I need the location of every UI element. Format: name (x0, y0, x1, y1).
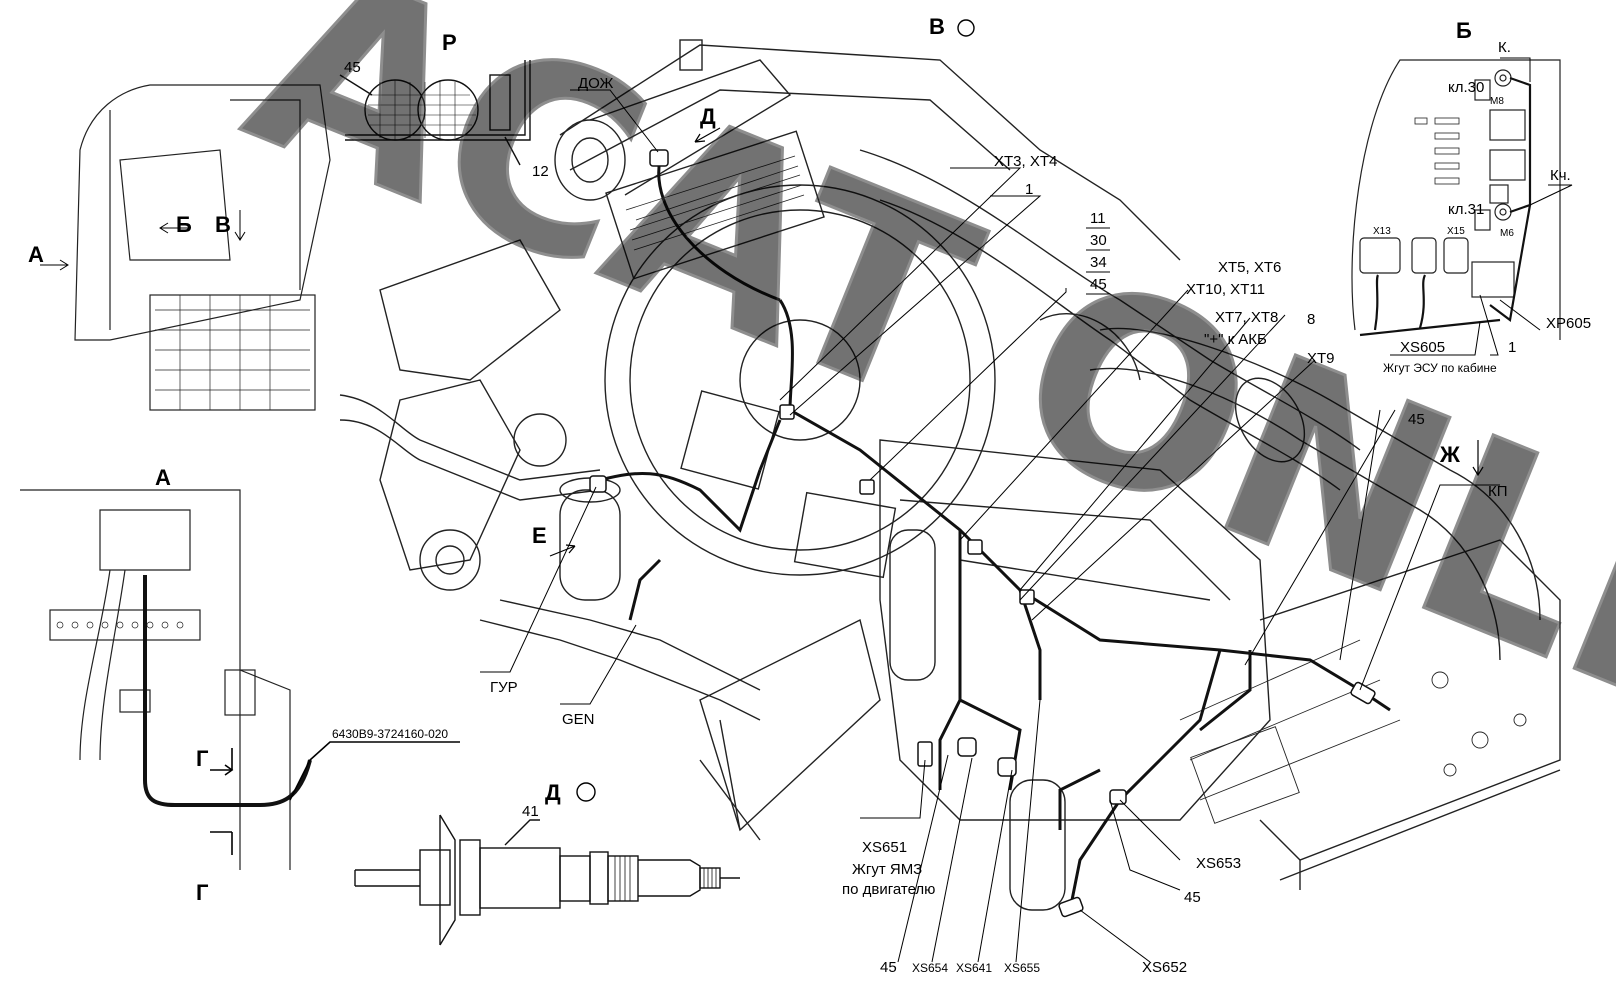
label-num-1-b: 1 (1508, 339, 1516, 356)
detail-b-view (1351, 59, 1561, 340)
detail-a-arrows (40, 210, 246, 271)
label-m6: М6 (1500, 228, 1514, 239)
label-gur: ГУР (490, 679, 518, 696)
section-mark-g-top: Г (196, 746, 209, 771)
wiring-harness (599, 159, 1391, 911)
view-title-d: Д (545, 780, 561, 805)
view-title-a: А (155, 465, 171, 490)
label-num-11: 11 (1090, 210, 1106, 227)
label-xs653: XS653 (1196, 855, 1241, 872)
label-num-45-stack: 45 (1090, 276, 1107, 293)
label-num-45-bottom: 45 (880, 959, 897, 976)
stack-underlines (1086, 227, 1110, 295)
leader-lines (480, 89, 1500, 963)
label-xt10-xt11: XT10, XT11 (1186, 281, 1265, 298)
label-xt5-xt6: XT5, XT6 (1218, 259, 1281, 276)
label-k: К. (1498, 39, 1511, 56)
label-xs605: XS605 (1400, 339, 1445, 356)
view-arrow-d: Д (700, 104, 716, 129)
label-num-30: 30 (1090, 232, 1107, 249)
label-num-12: 12 (532, 163, 549, 180)
label-kl30: кл.30 (1448, 79, 1484, 96)
view-arrow-b: Б (176, 212, 192, 237)
label-xs652: XS652 (1142, 959, 1187, 976)
label-num-41: 41 (522, 803, 539, 820)
label-xs651: XS651 (862, 839, 907, 856)
label-num-1: 1 (1025, 181, 1033, 198)
label-po-dvigatelyu: по двигателю (842, 881, 935, 898)
detail-b-harness (1359, 76, 1532, 337)
label-xt3-xt4: XT3, XT4 (994, 153, 1057, 170)
label-xt9: XT9 (1307, 350, 1335, 367)
view-arrow-a: А (28, 242, 44, 267)
label-akb: "+" к АКБ (1204, 331, 1267, 348)
label-x13: X13 (1373, 226, 1391, 237)
view-title-p: Р (442, 30, 457, 55)
label-xs655: XS655 (1004, 961, 1040, 975)
label-m8: М8 (1490, 96, 1504, 107)
detail-b-leaders (1390, 57, 1573, 356)
label-gen: GEN (562, 711, 595, 728)
view-title-v: В (929, 14, 945, 39)
view-title-b: Б (1456, 18, 1472, 43)
detail-a-lower-view (20, 489, 291, 870)
arrow-icon (694, 127, 721, 143)
detail-p-view (339, 60, 531, 166)
section-g-marks (210, 741, 460, 855)
label-kp: КП (1488, 483, 1508, 500)
view-arrow-zh: Ж (1439, 442, 1460, 467)
label-kch: Кч. (1550, 167, 1571, 184)
detail-d-view (354, 814, 740, 946)
detail-a-view (74, 84, 331, 411)
label-num-34: 34 (1090, 254, 1107, 271)
harness-connectors (589, 149, 1376, 918)
view-arrow-v: В (215, 212, 231, 237)
label-num-45-right: 45 (1408, 411, 1425, 428)
rotation-icon (957, 19, 975, 37)
detail-a-lower-harness (143, 575, 312, 807)
arrow-icon (549, 544, 576, 557)
label-x15: X15 (1447, 226, 1465, 237)
engine-assembly-drawing (339, 39, 1561, 911)
section-mark-g-bottom: Г (196, 880, 209, 905)
arrow-icon (1472, 440, 1484, 477)
label-dozh: ДОЖ (578, 75, 613, 92)
label-xp605: XP605 (1546, 315, 1591, 332)
label-num-45-p: 45 (344, 59, 361, 76)
label-num-8: 8 (1307, 311, 1315, 328)
label-num-45-mid: 45 (1184, 889, 1201, 906)
label-xs641: XS641 (956, 961, 992, 975)
label-part-number: 6430B9-3724160-020 (332, 727, 448, 741)
label-zhgut-yamz: Жгут ЯМЗ (852, 861, 922, 878)
rotation-icon (576, 782, 596, 802)
label-xt7-xt8: XT7, XT8 (1215, 309, 1278, 326)
view-arrow-e: Е (532, 523, 547, 548)
label-xs654: XS654 (912, 961, 948, 975)
label-zhgut-esu: Жгут ЭСУ по кабине (1383, 361, 1497, 375)
label-kl31: кл.31 (1448, 201, 1484, 218)
